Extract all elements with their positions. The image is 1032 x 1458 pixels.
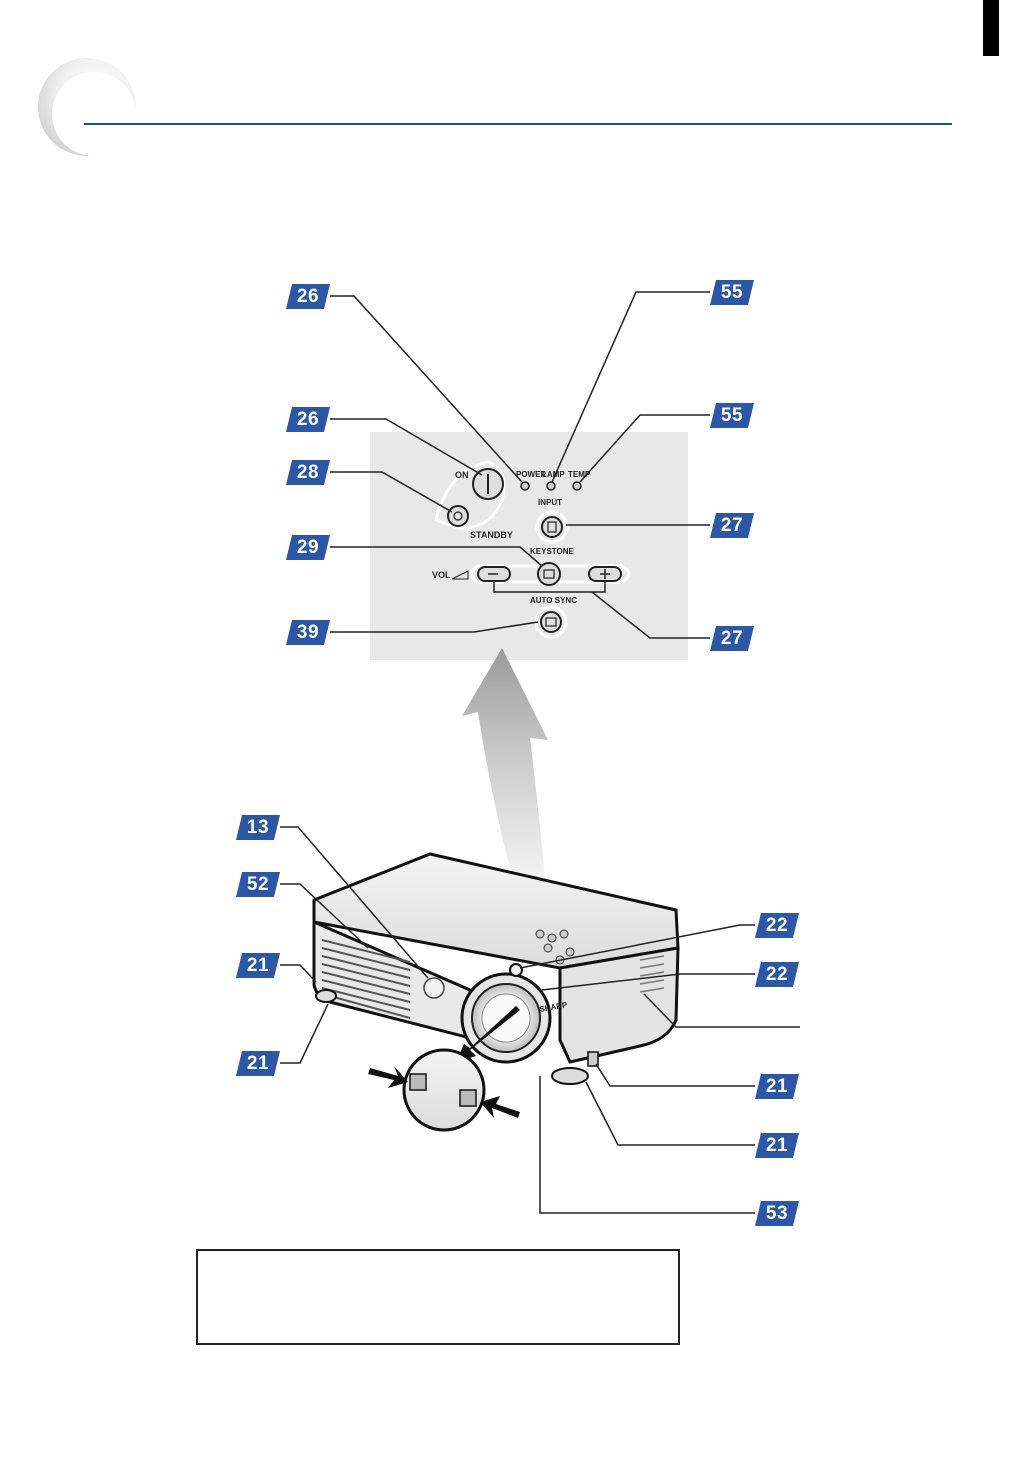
chapter-circle-decoration [38, 58, 136, 156]
leader-lines [280, 291, 800, 1214]
callout-input-button: 27 [710, 513, 754, 538]
callout-adjustment-foot-left-release: 21 [236, 1051, 280, 1076]
callout-adjustment-foot-right: 21 [755, 1133, 799, 1158]
callout-power-indicator: 26 [286, 284, 330, 309]
callout-zoom-knob: 22 [755, 913, 799, 938]
note-box [196, 1249, 680, 1345]
callout-volume-buttons: 27 [710, 626, 754, 651]
keystone-label: KEYSTONE [530, 547, 574, 556]
page-edge-tab [983, 0, 999, 56]
control-panel-closeup [370, 432, 688, 660]
callout-exhaust-vent: 52 [236, 872, 280, 897]
header-rule [84, 123, 952, 125]
on-label: ON [455, 470, 469, 480]
callout-remote-sensor: 13 [236, 815, 280, 840]
callout-lamp-indicator: 55 [710, 280, 754, 305]
callout-keystone-button: 29 [286, 535, 330, 560]
callout-temp-indicator: 55 [710, 403, 754, 428]
callout-auto-sync-button: 39 [286, 620, 330, 645]
vol-label: VOL [432, 570, 451, 580]
auto-sync-label: AUTO SYNC [530, 596, 577, 605]
callout-standby-button: 28 [286, 460, 330, 485]
callout-adjustment-foot-left: 21 [236, 953, 280, 978]
power-label: POWER [516, 470, 547, 479]
input-label: INPUT [538, 498, 562, 507]
zoom-arrow [462, 648, 548, 912]
projector-illustration [312, 852, 680, 1132]
callout-on-button: 26 [286, 407, 330, 432]
callout-focus-ring: 22 [755, 962, 799, 987]
panel-graphics [434, 460, 631, 639]
temp-label: TEMP [568, 470, 591, 479]
lamp-label: LAMP [542, 470, 565, 479]
standby-label: STANDBY [470, 530, 513, 540]
callout-lamp-cage: 53 [755, 1201, 799, 1226]
callout-height-adjust-button: 21 [755, 1074, 799, 1099]
